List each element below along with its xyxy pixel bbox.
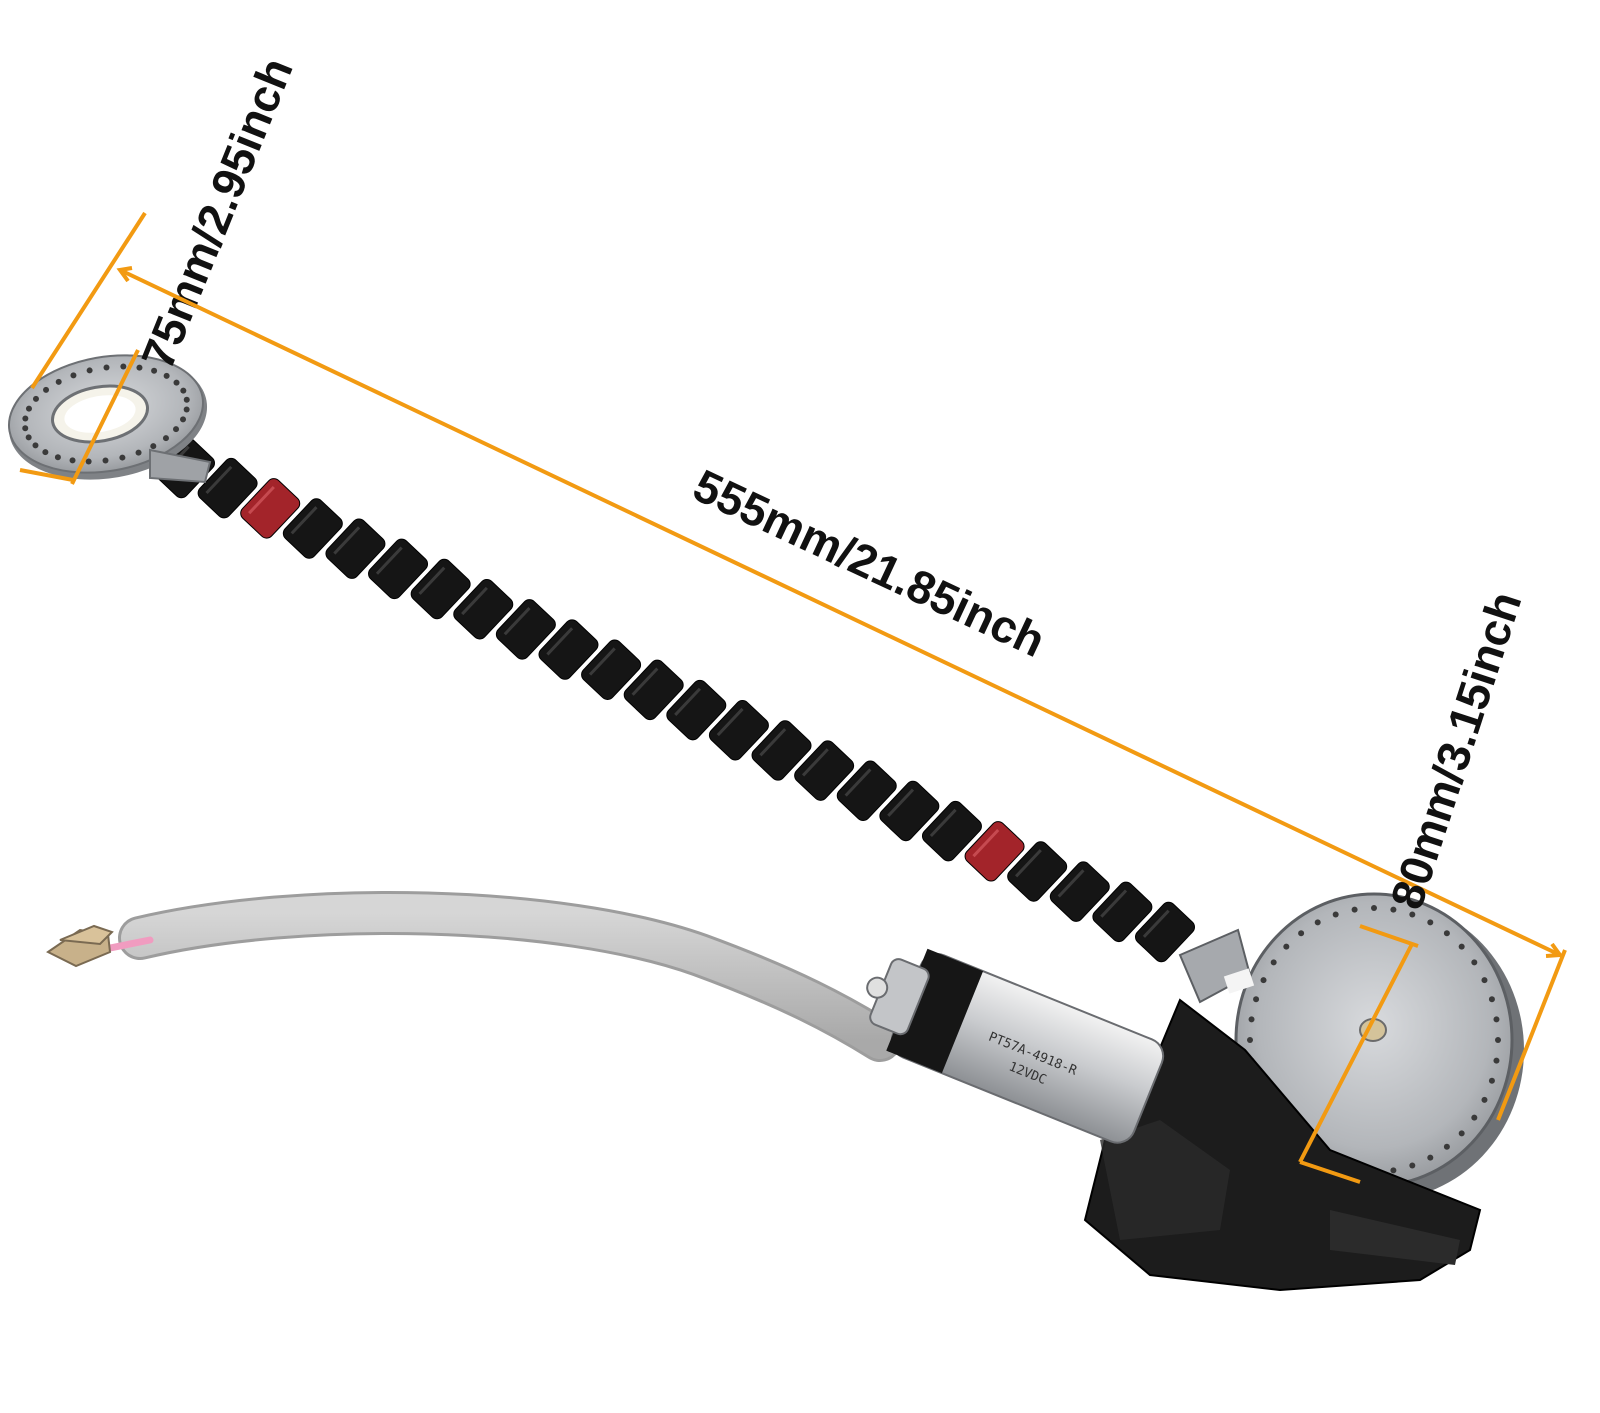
perforation-hole bbox=[183, 396, 190, 403]
perforation-hole bbox=[1481, 1096, 1488, 1103]
perforation-hole bbox=[150, 443, 157, 450]
perforation-hole bbox=[1390, 1167, 1397, 1174]
perforation-hole bbox=[180, 387, 187, 394]
perforation-hole bbox=[1248, 1016, 1255, 1023]
chain-link bbox=[836, 760, 897, 822]
perforation-hole bbox=[1314, 919, 1321, 926]
perforation-hole bbox=[42, 449, 49, 456]
chain-link bbox=[197, 457, 258, 519]
perforation-hole bbox=[1495, 1037, 1501, 1043]
perforation-hole bbox=[136, 364, 143, 371]
perforation-hole bbox=[85, 458, 92, 465]
perforation-hole bbox=[69, 457, 76, 464]
perforation-hole bbox=[1488, 996, 1495, 1003]
plate-bracket bbox=[1178, 928, 1252, 1004]
chain-link bbox=[581, 639, 642, 700]
red-marker-link bbox=[240, 478, 301, 539]
perforation-hole bbox=[70, 372, 77, 379]
perforation-hole bbox=[1481, 977, 1488, 984]
chain-link bbox=[1007, 841, 1068, 902]
perforation-hole bbox=[22, 425, 29, 432]
perforation-hole bbox=[151, 367, 158, 374]
chain-link bbox=[708, 700, 769, 761]
chain-link bbox=[921, 800, 982, 862]
perforation-hole bbox=[1247, 1037, 1253, 1043]
perforation-hole bbox=[183, 406, 190, 413]
perforation-hole bbox=[163, 372, 170, 379]
chain-link bbox=[538, 619, 599, 680]
perforation-hole bbox=[1493, 1057, 1500, 1064]
perforation-hole bbox=[173, 379, 180, 386]
chain-link bbox=[495, 599, 556, 660]
perforation-hole bbox=[1427, 1154, 1434, 1161]
antenna-drive-chain bbox=[155, 437, 1195, 963]
chain-link bbox=[453, 578, 514, 640]
perforation-hole bbox=[1409, 1162, 1416, 1169]
chain-link bbox=[1049, 861, 1110, 922]
perforation-hole bbox=[1390, 906, 1397, 913]
chain-length-label: 555mm/21.85inch bbox=[686, 459, 1053, 667]
perforation-hole bbox=[1427, 919, 1434, 926]
perforation-hole bbox=[55, 378, 62, 385]
ring-diameter-label: 75mm/2.95inch bbox=[131, 50, 303, 375]
perforation-hole bbox=[1260, 977, 1267, 984]
perforation-hole bbox=[180, 416, 187, 423]
drive-motor: PT57A-4918-R 12VDC bbox=[866, 948, 1165, 1144]
perforation-hole bbox=[120, 363, 127, 370]
perforation-hole bbox=[1409, 911, 1416, 918]
perforation-hole bbox=[1332, 911, 1339, 918]
chain-link bbox=[794, 740, 855, 801]
perforation-hole bbox=[1283, 943, 1290, 950]
perforation-hole bbox=[1351, 906, 1358, 913]
perforation-hole bbox=[1270, 959, 1277, 966]
gear-plate-diameter-label: 80mm/3.15inch bbox=[1380, 585, 1531, 915]
dimension-chain-length: 555mm/21.85inch bbox=[116, 266, 1564, 958]
perforation-hole bbox=[43, 386, 50, 393]
perforation-hole bbox=[25, 434, 32, 441]
power-cable bbox=[96, 891, 902, 1062]
spade-terminal-icon bbox=[46, 924, 114, 968]
chain-link bbox=[623, 659, 684, 721]
chain-link bbox=[410, 558, 471, 620]
chain-link bbox=[282, 498, 343, 559]
perforation-hole bbox=[1471, 959, 1478, 966]
ring-tab bbox=[149, 448, 212, 484]
chain-link bbox=[1092, 881, 1153, 943]
chain-link bbox=[879, 780, 940, 842]
perforation-hole bbox=[1253, 996, 1260, 1003]
chain-link bbox=[325, 518, 386, 579]
red-marker-link bbox=[964, 821, 1025, 882]
perforation-hole bbox=[102, 457, 109, 464]
perforation-hole bbox=[1443, 1143, 1450, 1150]
perforation-hole bbox=[1488, 1077, 1495, 1084]
perforation-hole bbox=[1493, 1016, 1500, 1023]
perforation-hole bbox=[1458, 943, 1465, 950]
ring-perforations bbox=[22, 363, 190, 465]
perforation-hole bbox=[1371, 905, 1377, 911]
perforation-hole bbox=[135, 449, 142, 456]
perforation-hole bbox=[86, 367, 93, 374]
chain-link bbox=[1135, 901, 1195, 963]
perforation-hole bbox=[1471, 1114, 1478, 1121]
chain-link bbox=[368, 538, 429, 600]
perforation-hole bbox=[25, 405, 32, 412]
perforation-hole bbox=[1298, 930, 1305, 937]
perforation-hole bbox=[162, 435, 169, 442]
chain-link bbox=[751, 720, 812, 781]
perforation-hole bbox=[32, 395, 39, 402]
perforation-hole bbox=[32, 442, 39, 449]
perforation-hole bbox=[54, 454, 61, 461]
chain-link bbox=[666, 679, 727, 741]
perforation-hole bbox=[1458, 1130, 1465, 1137]
perforation-hole bbox=[1443, 930, 1450, 937]
perforation-hole bbox=[173, 426, 180, 433]
perforation-hole bbox=[103, 364, 110, 371]
perforation-hole bbox=[119, 454, 126, 461]
perforation-hole bbox=[22, 415, 29, 422]
plate-clip bbox=[1223, 968, 1255, 994]
